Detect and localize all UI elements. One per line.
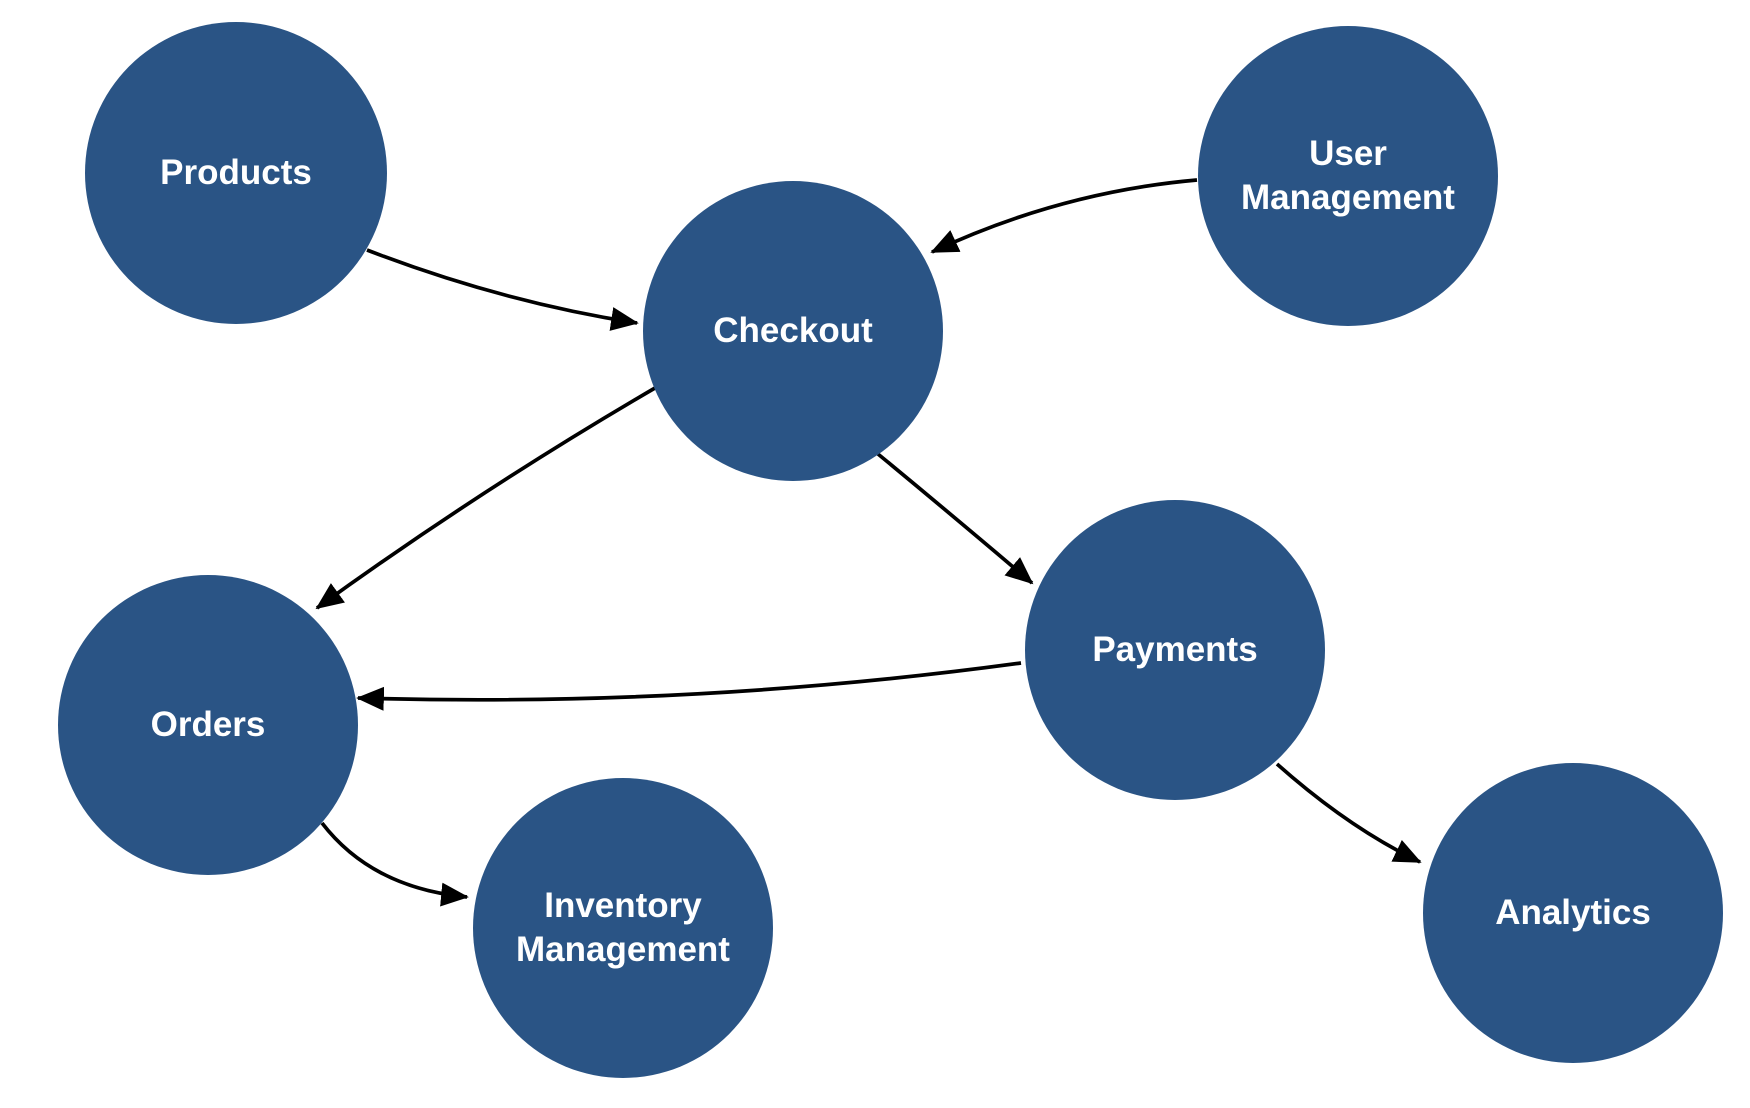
edge-orders-to-inventory_management	[320, 821, 469, 907]
edge-user_management-to-checkout	[930, 178, 1198, 254]
node-checkout[interactable]: Checkout	[643, 181, 943, 481]
node-label-line: Analytics	[1495, 893, 1651, 933]
node-label-orders: Orders	[151, 703, 266, 747]
edge-payments-to-orders	[356, 661, 1022, 711]
node-label-line: Payments	[1092, 630, 1258, 670]
node-label-analytics: Analytics	[1495, 891, 1651, 935]
node-label-line: User	[1309, 134, 1387, 174]
edge-payments-to-analytics	[1275, 762, 1422, 864]
node-products[interactable]: Products	[85, 22, 387, 324]
node-orders[interactable]: Orders	[58, 575, 358, 875]
node-label-checkout: Checkout	[713, 309, 872, 353]
node-label-line: Management	[516, 930, 730, 969]
node-label-line: Products	[160, 153, 312, 193]
edge-products-to-checkout	[366, 248, 639, 331]
edge-checkout-to-payments	[876, 452, 1034, 585]
node-label-line: Orders	[150, 705, 266, 745]
node-label-payments: Payments	[1092, 628, 1257, 672]
node-label-line: Inventory	[544, 886, 702, 926]
node-payments[interactable]: Payments	[1025, 500, 1325, 800]
node-analytics[interactable]: Analytics	[1423, 763, 1723, 1063]
edge-checkout-to-orders	[315, 386, 656, 610]
node-label-line: Management	[1241, 178, 1455, 217]
node-label-line: Checkout	[713, 311, 873, 351]
node-label-products: Products	[160, 151, 312, 195]
